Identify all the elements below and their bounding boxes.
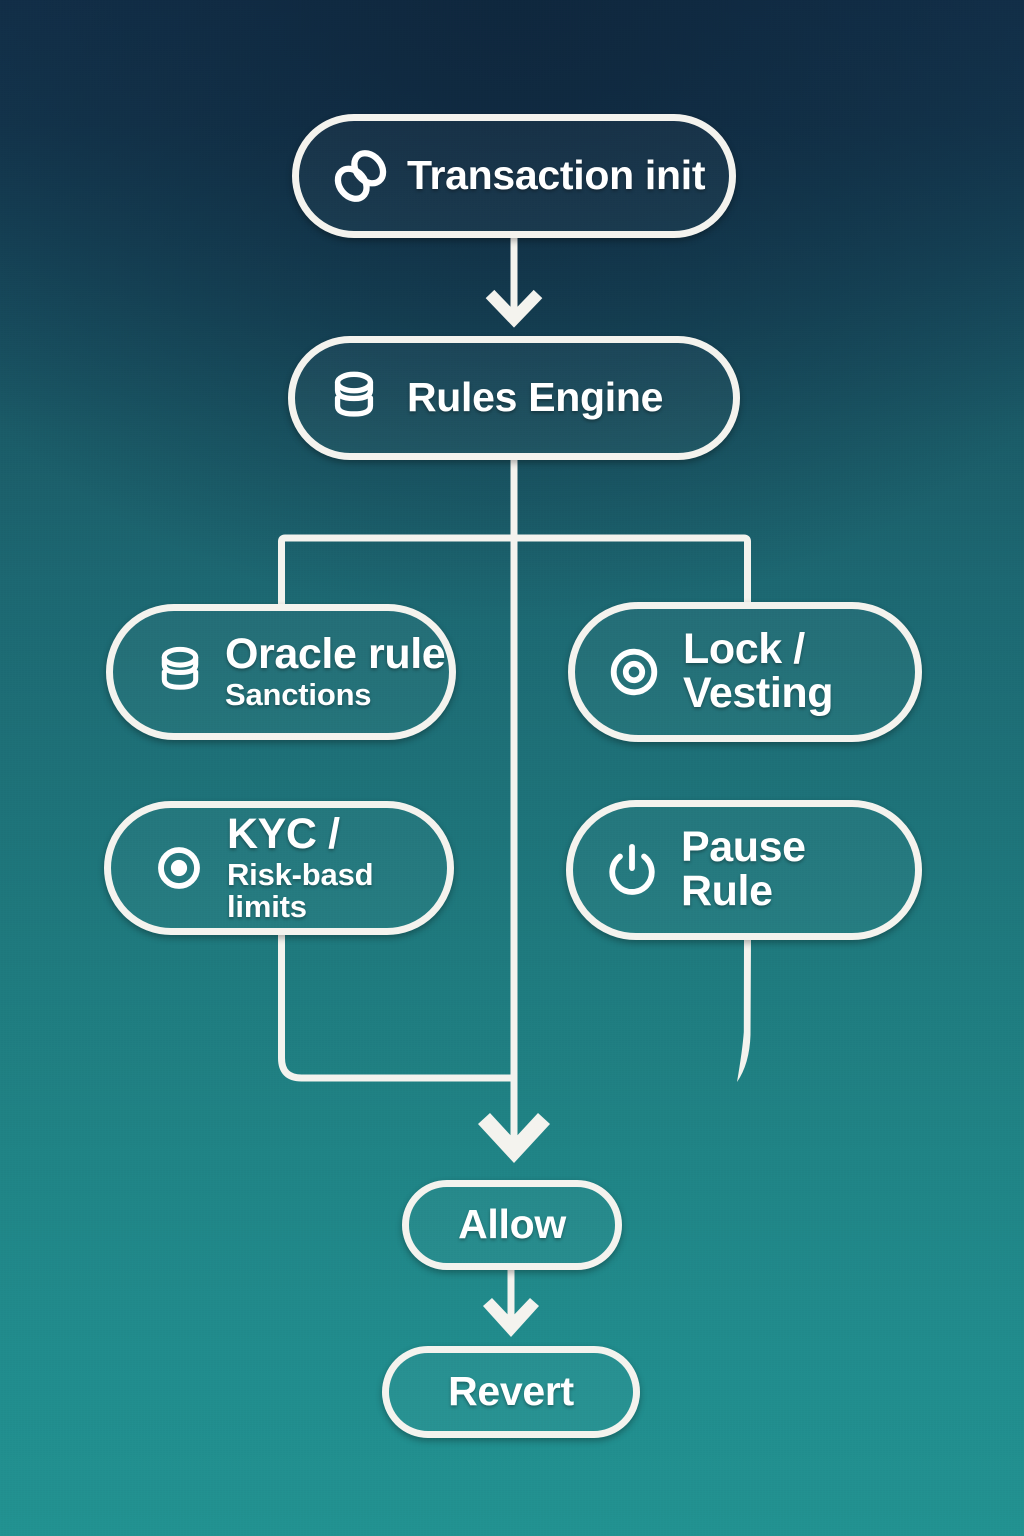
node-rules-engine[interactable]: Rules Engine <box>288 336 740 460</box>
arrowhead-to-allow <box>478 1113 550 1163</box>
node-title: Rules Engine <box>407 374 664 421</box>
node-title: Oracle rule <box>225 630 446 679</box>
node-oracle-rule[interactable]: Oracle rule Sanctions <box>106 604 456 740</box>
node-label-group: Allow <box>458 1201 566 1248</box>
node-allow[interactable]: Allow <box>402 1180 622 1270</box>
arrowhead-to-revert <box>483 1298 539 1337</box>
node-label-group: Lock / Vesting <box>683 625 834 717</box>
database-stack-icon <box>153 644 207 700</box>
edge-branch-bus <box>278 534 751 604</box>
node-label-group: Revert <box>448 1368 574 1415</box>
arrowhead-to-rules-engine <box>485 289 543 328</box>
node-label-group: Transaction init <box>407 152 706 199</box>
node-transaction-init[interactable]: Transaction init <box>292 114 736 238</box>
node-title: KYC / <box>227 810 340 859</box>
node-title: Transaction init <box>407 152 706 199</box>
node-kyc[interactable]: KYC / Risk-basd limits <box>104 801 454 935</box>
node-label-group: Pause Rule <box>681 823 806 915</box>
node-pause-rule[interactable]: Pause Rule <box>566 800 922 940</box>
node-title: Lock / Vesting <box>683 625 834 717</box>
target-circle-icon <box>603 643 665 701</box>
edge-pause-stub <box>737 940 751 1082</box>
node-lock-vesting[interactable]: Lock / Vesting <box>568 602 922 742</box>
node-label-group: Rules Engine <box>407 374 664 421</box>
power-button-icon <box>603 841 661 899</box>
node-label-group: Oracle rule Sanctions <box>225 630 446 713</box>
node-subtitle: Risk-basd limits <box>227 857 374 924</box>
node-title: Pause Rule <box>681 823 806 915</box>
node-label-group: KYC / Risk-basd limits <box>227 810 447 924</box>
node-revert[interactable]: Revert <box>382 1346 640 1438</box>
radio-filled-icon <box>151 841 207 895</box>
node-title: Allow <box>458 1201 566 1248</box>
chain-link-icon <box>327 145 393 207</box>
edge-kyc-to-spine <box>278 935 514 1082</box>
database-stack-icon <box>325 369 383 427</box>
node-subtitle: Sanctions <box>225 677 372 713</box>
node-title: Revert <box>448 1368 574 1415</box>
